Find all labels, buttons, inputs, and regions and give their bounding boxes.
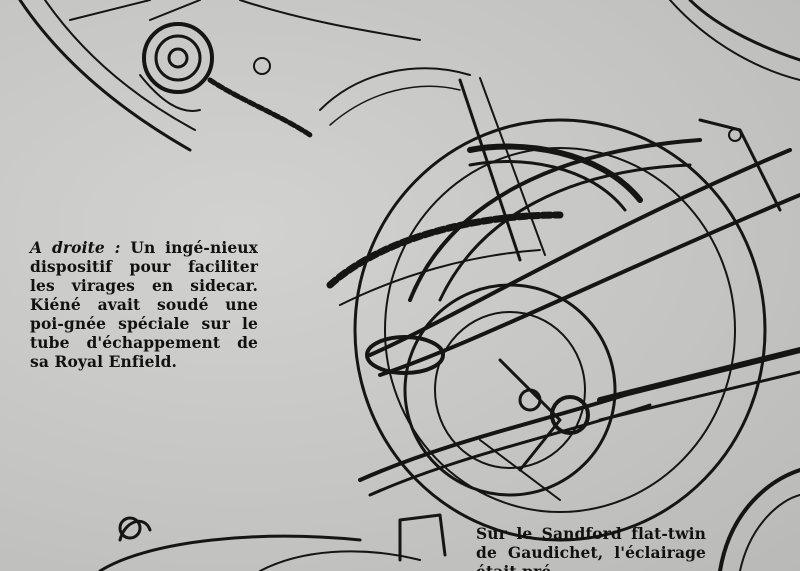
caption-left-text: Un ingé-nieux dispositif pour faciliter … [30,238,258,371]
caption-left: A droite : Un ingé-nieux dispositif pour… [30,238,258,371]
caption-bottom-text: Sur le Sandford flat-twin de Gaudichet, … [476,524,706,571]
caption-bottom: Sur le Sandford flat-twin de Gaudichet, … [476,524,706,571]
caption-left-lead: A droite : [30,238,121,257]
